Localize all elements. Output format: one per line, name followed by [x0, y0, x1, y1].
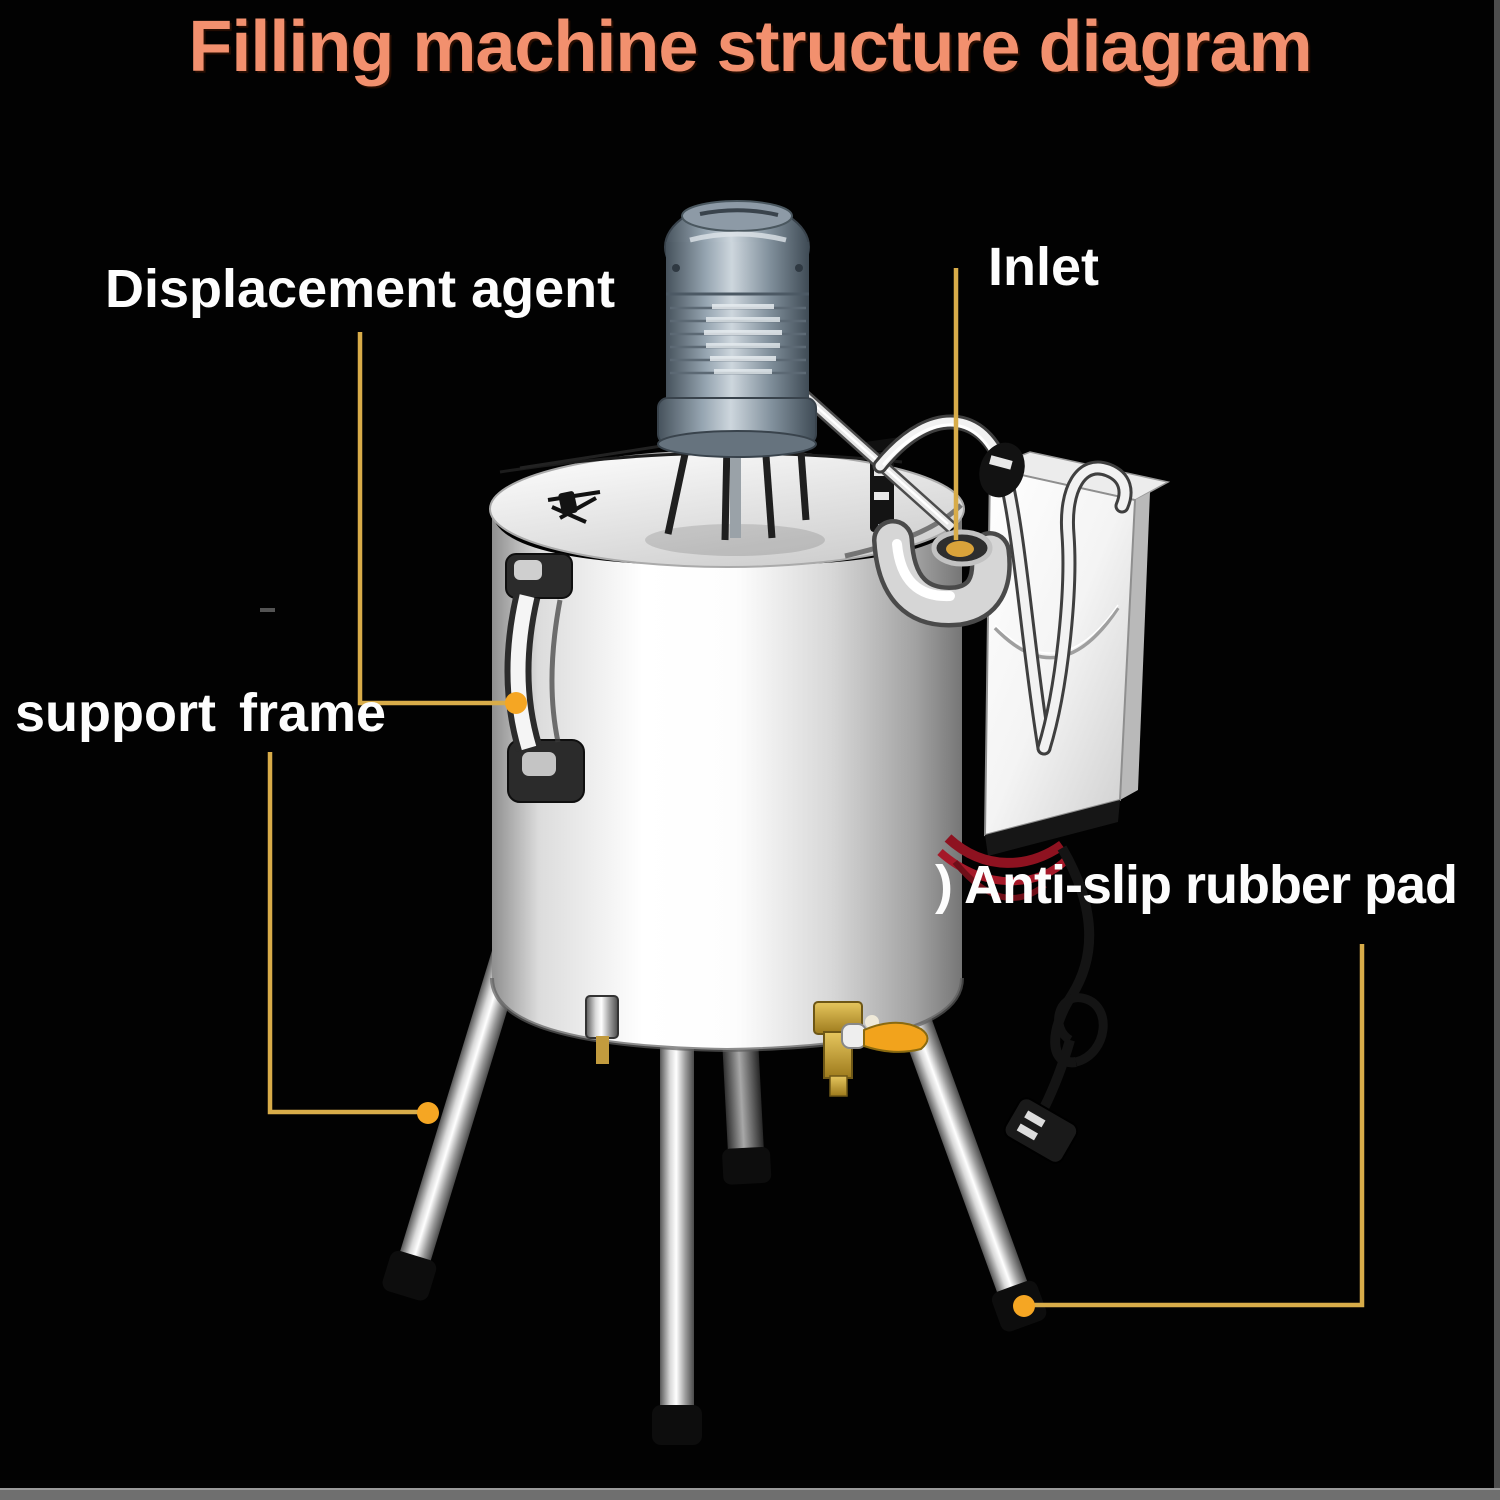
left-leg-foot [382, 1250, 437, 1301]
lid-fittings [499, 383, 957, 533]
back-leg-foot [722, 1146, 772, 1185]
leader-lines [267, 268, 1365, 1308]
stray-dash [260, 608, 275, 612]
cables [937, 834, 1108, 1164]
drain-fitting-left [585, 995, 619, 1064]
mixer-shaft [730, 442, 741, 538]
power-plug [1003, 1097, 1079, 1164]
motor-top-cap [681, 200, 793, 232]
leader-support-frame [267, 752, 424, 1115]
leader-anti-slip [1028, 944, 1365, 1308]
mixer-motor [657, 200, 817, 541]
tank [490, 510, 964, 1053]
leader-displacement-agent [357, 332, 512, 706]
label-anti-slip-rubber-pad: ) Anti-slip rubber pad [935, 855, 1458, 915]
valve-handle [863, 1021, 929, 1053]
leader-dots [417, 692, 1035, 1317]
hose-loop [872, 414, 1133, 756]
center-leg-foot [652, 1405, 702, 1445]
outlet-valve [813, 1001, 929, 1097]
inlet-elbow [872, 519, 1012, 628]
left-leg [382, 936, 526, 1301]
label-displacement-agent: Displacement agent [105, 259, 616, 319]
image-right-edge [1494, 0, 1500, 1500]
label-support-frame: support frame [15, 683, 387, 743]
valve-stem [841, 1023, 867, 1049]
page-title: Filling machine structure diagram [188, 7, 1312, 87]
tank-handle [504, 553, 585, 803]
motor-cooling-ribs [670, 304, 806, 375]
label-inlet: Inlet [988, 237, 1100, 297]
image-bottom-edge [0, 1488, 1500, 1500]
center-leg [652, 985, 702, 1445]
